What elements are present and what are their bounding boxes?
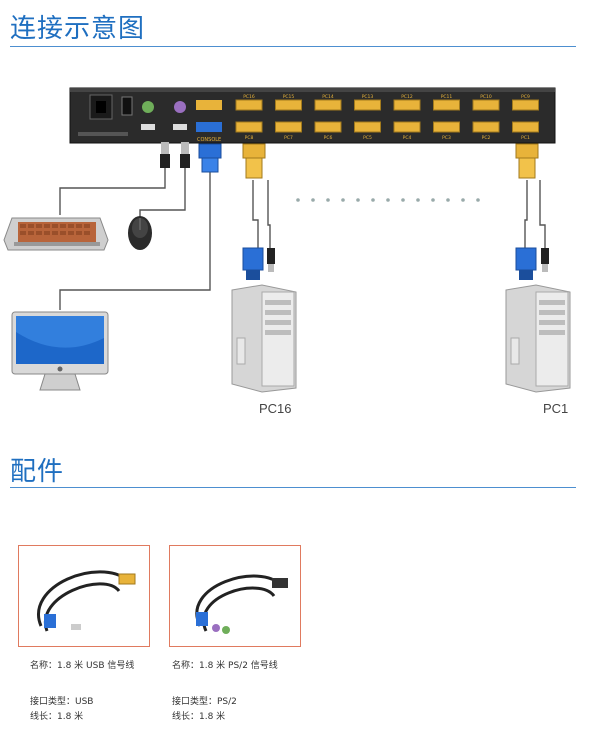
accessory-interface: 接口类型：PS/2 [172, 697, 237, 707]
kvm-switch [69, 87, 556, 144]
vga-port [354, 121, 381, 133]
vga-port-label: PC2 [482, 135, 491, 141]
vga-port [275, 121, 302, 133]
vga-plug-blue [198, 143, 222, 173]
vga-port [433, 99, 460, 111]
accessory-info-ps2: 名称：1.8 米 PS/2 信号线 接口类型：PS/2 线长：1.8 米 [172, 660, 278, 723]
section-divider [10, 487, 576, 488]
vga-port-label: PC5 [363, 135, 372, 141]
keyboard-icon [3, 217, 109, 251]
vga-port [512, 99, 539, 111]
computer-tower-icon [505, 284, 571, 393]
vga-port [354, 99, 381, 111]
accessory-info-usb: 名称：1.8 米 USB 信号线 接口类型：USB 线长：1.8 米 [30, 660, 134, 723]
vga-port-label: PC11 [441, 94, 453, 100]
vga-port [314, 121, 342, 133]
vga-port-label: PC3 [442, 135, 451, 141]
computer-tower-icon [231, 284, 297, 393]
ps2-cable-image [195, 574, 288, 634]
accessory-length: 线长：1.8 米 [30, 712, 84, 722]
vga-port-label: PC1 [521, 135, 530, 141]
ellipsis-dots [296, 198, 480, 202]
vga-port [512, 121, 539, 133]
section-title-accessories: 配件 [10, 457, 65, 487]
pc-label-pc16: PC16 [259, 401, 292, 416]
vga-port-label: PC14 [322, 94, 334, 100]
mouse-icon [128, 216, 152, 250]
vga-port-label: PC13 [362, 94, 374, 100]
usb-plug [541, 248, 549, 272]
accessory-card-usb [18, 545, 150, 647]
vga-port [433, 121, 460, 133]
vga-port-label: PC9 [521, 94, 530, 100]
vga-port [472, 99, 500, 111]
vga-plug-gold [242, 143, 266, 179]
usb-plug [267, 248, 275, 272]
usb-plug [180, 142, 190, 168]
vga-port-label: PC15 [283, 94, 295, 100]
vga-port-label: PC7 [284, 135, 293, 141]
vga-port [235, 99, 263, 111]
accessory-name: 名称：1.8 米 PS/2 信号线 [172, 661, 278, 671]
section-divider [10, 46, 576, 47]
accessory-name: 名称：1.8 米 USB 信号线 [30, 661, 135, 671]
vga-plug-blue [515, 247, 537, 280]
vga-port [275, 99, 302, 111]
section-title-connection: 连接示意图 [10, 14, 146, 44]
usb-cable-image [37, 570, 136, 632]
pc-label-pc1: PC1 [543, 401, 569, 416]
cables [59, 165, 546, 310]
accessory-card-ps2 [169, 545, 301, 647]
accessory-length: 线长：1.8 米 [172, 712, 226, 722]
vga-port-label: PC10 [480, 94, 492, 100]
vga-port-label: PC8 [245, 135, 254, 141]
vga-port [393, 121, 421, 133]
usb-plug [160, 142, 170, 168]
vga-port-label: PC16 [243, 94, 255, 100]
vga-plug-blue [242, 247, 264, 280]
vga-port [314, 99, 342, 111]
vga-port [235, 121, 263, 133]
vga-port-label: PC12 [401, 94, 413, 100]
monitor-icon [11, 311, 109, 391]
vga-plug-gold [515, 143, 539, 179]
vga-port-label: PC6 [324, 135, 333, 141]
accessory-interface: 接口类型：USB [30, 697, 94, 707]
vga-port [472, 121, 500, 133]
kvm-console-label: CONSOLE [197, 137, 221, 143]
vga-port-label: PC4 [403, 135, 412, 141]
vga-port [393, 99, 421, 111]
